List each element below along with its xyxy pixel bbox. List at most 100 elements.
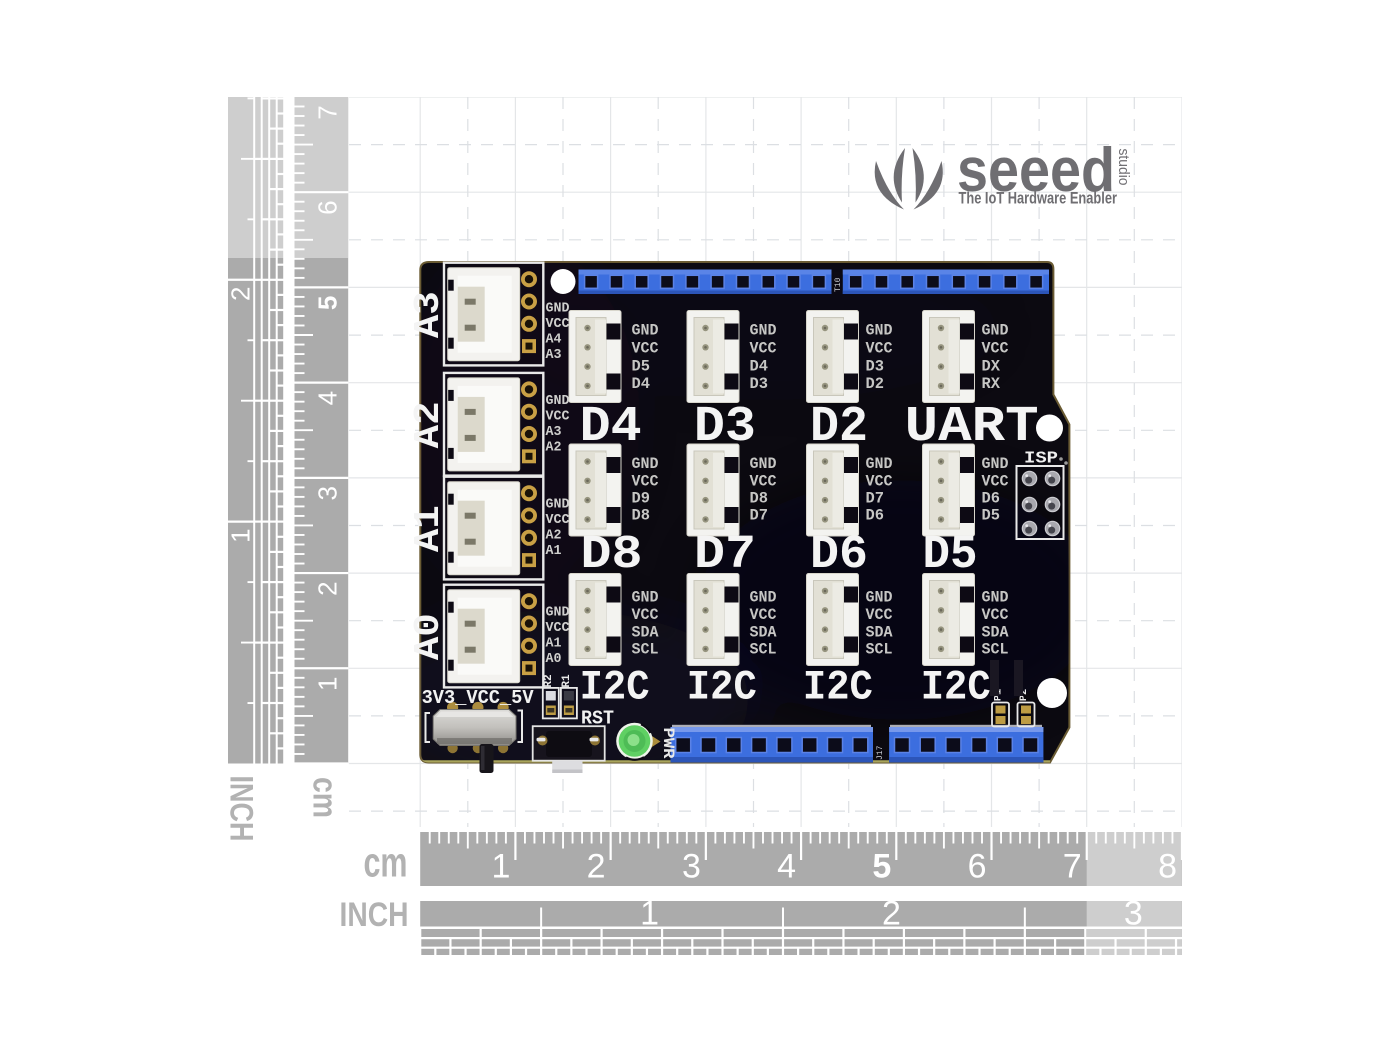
svg-text:VCC: VCC <box>982 473 1009 491</box>
svg-text:GND: GND <box>750 322 777 340</box>
svg-text:SDA: SDA <box>866 624 894 642</box>
svg-text:VCC: VCC <box>632 473 659 491</box>
svg-text:A3: A3 <box>408 291 449 338</box>
svg-text:A2: A2 <box>546 439 562 455</box>
svg-text:SDA: SDA <box>982 624 1010 642</box>
svg-text:VCC: VCC <box>546 512 571 528</box>
svg-text:T10: T10 <box>834 277 843 292</box>
svg-text:VCC: VCC <box>546 316 571 332</box>
svg-text:3: 3 <box>682 848 701 886</box>
svg-text:SCL: SCL <box>750 641 777 659</box>
svg-text:D7: D7 <box>750 507 769 525</box>
svg-text:1: 1 <box>640 895 659 933</box>
svg-text:3: 3 <box>313 486 343 500</box>
svg-text:GND: GND <box>546 393 570 409</box>
svg-text:2: 2 <box>226 287 256 301</box>
svg-text:D6: D6 <box>866 507 885 525</box>
svg-text:D8: D8 <box>632 507 651 525</box>
svg-text:cm: cm <box>306 777 344 818</box>
svg-text:D5: D5 <box>923 529 978 582</box>
svg-text:R1: R1 <box>561 674 573 688</box>
svg-text:GND: GND <box>750 589 777 607</box>
svg-text:2: 2 <box>587 848 606 886</box>
svg-text:GND: GND <box>982 589 1009 607</box>
svg-text:D9: D9 <box>632 490 651 508</box>
svg-text:I2C: I2C <box>580 664 650 712</box>
svg-text:5: 5 <box>872 848 891 886</box>
svg-text:VCC: VCC <box>750 340 777 358</box>
svg-text:I2C: I2C <box>921 664 991 712</box>
svg-text:8: 8 <box>1158 848 1177 886</box>
svg-text:VCC: VCC <box>982 340 1009 358</box>
svg-text:A1: A1 <box>408 505 449 552</box>
svg-text:4: 4 <box>313 391 343 405</box>
svg-text:SDA: SDA <box>750 624 778 642</box>
svg-text:PWR: PWR <box>659 728 677 760</box>
svg-text:VCC: VCC <box>982 606 1009 624</box>
svg-text:D8: D8 <box>581 529 643 582</box>
svg-text:UART: UART <box>905 399 1039 456</box>
svg-text:INCH: INCH <box>340 896 409 934</box>
svg-text:D3: D3 <box>866 358 885 376</box>
svg-text:1: 1 <box>313 677 343 691</box>
svg-text:I2C: I2C <box>687 664 757 712</box>
svg-text:VCC: VCC <box>546 620 571 636</box>
svg-text:ISP: ISP <box>1024 450 1058 469</box>
svg-text:SCL: SCL <box>982 641 1009 659</box>
svg-text:2: 2 <box>882 895 901 933</box>
svg-text:D6: D6 <box>810 529 868 582</box>
svg-text:A3: A3 <box>546 424 562 440</box>
svg-text:VCC: VCC <box>866 473 893 491</box>
svg-text:D3: D3 <box>694 399 756 456</box>
svg-text:VCC: VCC <box>546 408 571 424</box>
svg-text:R2: R2 <box>543 674 555 687</box>
svg-text:A2: A2 <box>408 401 449 448</box>
svg-text:A0: A0 <box>546 651 562 667</box>
svg-text:VCC: VCC <box>632 606 659 624</box>
svg-text:studio: studio <box>1115 149 1131 186</box>
svg-text:GND: GND <box>546 301 570 317</box>
svg-text:INCH: INCH <box>224 776 260 842</box>
svg-text:VCC: VCC <box>632 340 659 358</box>
svg-text:GND: GND <box>982 455 1009 473</box>
svg-text:D8: D8 <box>750 490 769 508</box>
svg-text:2: 2 <box>313 581 343 595</box>
svg-text:D3: D3 <box>750 375 769 393</box>
svg-text:cm: cm <box>364 839 408 886</box>
svg-text:D2: D2 <box>866 375 885 393</box>
svg-text:GND: GND <box>546 605 570 621</box>
svg-text:GND: GND <box>866 322 893 340</box>
svg-text:SCL: SCL <box>632 641 659 659</box>
svg-text:RX: RX <box>982 375 1001 393</box>
svg-text:1: 1 <box>491 848 510 886</box>
svg-text:SCL: SCL <box>866 641 893 659</box>
svg-text:I2C: I2C <box>803 664 873 712</box>
svg-text:RST: RST <box>581 708 614 730</box>
svg-text:D2: D2 <box>810 399 868 456</box>
svg-text:GND: GND <box>632 455 659 473</box>
svg-text:VCC: VCC <box>866 606 893 624</box>
svg-text:GND: GND <box>750 455 777 473</box>
svg-text:3V3_VCC_5V: 3V3_VCC_5V <box>422 687 535 709</box>
svg-text:seeed: seeed <box>957 136 1115 205</box>
svg-text:D7: D7 <box>866 490 885 508</box>
svg-text:D4: D4 <box>632 375 651 393</box>
svg-text:DX: DX <box>982 358 1001 376</box>
svg-text:5: 5 <box>313 296 343 310</box>
svg-text:1: 1 <box>226 528 256 542</box>
svg-text:GND: GND <box>546 497 570 513</box>
svg-text:A1: A1 <box>546 636 562 652</box>
svg-text:VCC: VCC <box>866 340 893 358</box>
svg-text:GND: GND <box>632 589 659 607</box>
svg-text:A4: A4 <box>546 332 562 348</box>
svg-text:VCC: VCC <box>750 606 777 624</box>
svg-text:J17: J17 <box>876 745 885 760</box>
svg-text:SDA: SDA <box>632 624 660 642</box>
svg-text:D5: D5 <box>982 507 1001 525</box>
svg-text:A0: A0 <box>408 613 449 660</box>
svg-text:D5: D5 <box>632 358 651 376</box>
svg-text:6: 6 <box>968 848 987 886</box>
svg-text:3: 3 <box>1124 895 1143 933</box>
svg-text:7: 7 <box>1063 848 1082 886</box>
svg-text:GND: GND <box>982 322 1009 340</box>
